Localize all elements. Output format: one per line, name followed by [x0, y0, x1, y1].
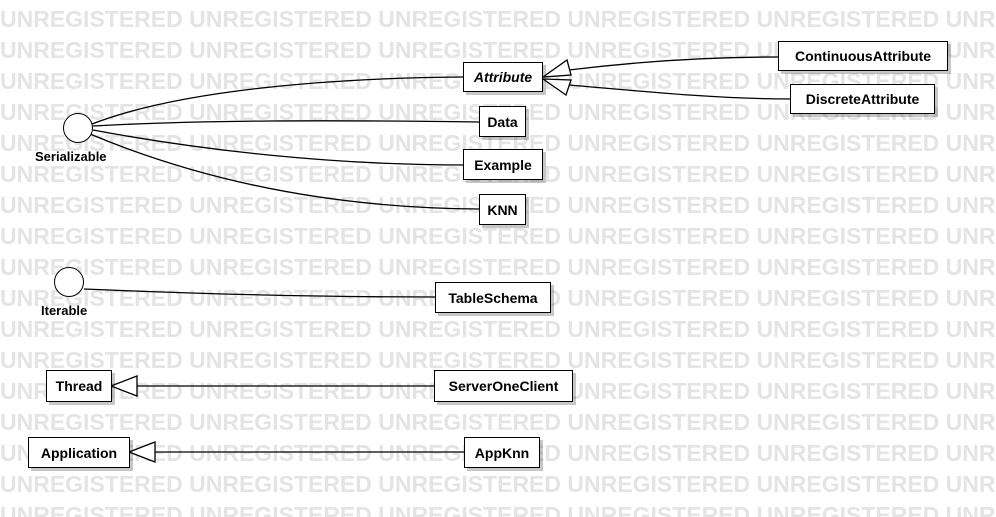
attribute-class[interactable]: Attribute: [463, 62, 543, 92]
iterable-interface-circle[interactable]: [54, 267, 84, 297]
generalization-arrowhead-thread: [109, 375, 138, 397]
realization-line-tableschema: [83, 288, 437, 298]
generalization-arrowhead-application: [127, 441, 156, 463]
data-class[interactable]: Data: [479, 106, 526, 137]
realization-line-knn: [89, 133, 480, 210]
realization-line-example: [92, 129, 465, 166]
table-schema-class[interactable]: TableSchema: [435, 282, 551, 313]
application-class[interactable]: Application: [28, 437, 130, 468]
continuous-attribute-class[interactable]: ContinuousAttribute: [778, 41, 948, 71]
generalization-arrowhead-discrete: [540, 78, 572, 97]
example-class[interactable]: Example: [463, 149, 543, 180]
realization-line-data: [92, 120, 480, 127]
serializable-interface-circle[interactable]: [63, 113, 93, 143]
generalization-line-continuous: [568, 56, 780, 71]
generalization-arrowhead-continuous: [540, 58, 572, 78]
generalization-line-discrete: [568, 84, 792, 100]
server-one-client-class[interactable]: ServerOneClient: [434, 370, 573, 402]
knn-class[interactable]: KNN: [479, 194, 526, 225]
app-knn-class[interactable]: AppKnn: [464, 437, 540, 468]
thread-class[interactable]: Thread: [46, 370, 112, 402]
realization-line-attribute: [91, 76, 464, 125]
discrete-attribute-class[interactable]: DiscreteAttribute: [790, 84, 935, 114]
iterable-interface-label: Iterable: [41, 303, 88, 318]
serializable-interface-label: Serializable: [35, 149, 107, 164]
